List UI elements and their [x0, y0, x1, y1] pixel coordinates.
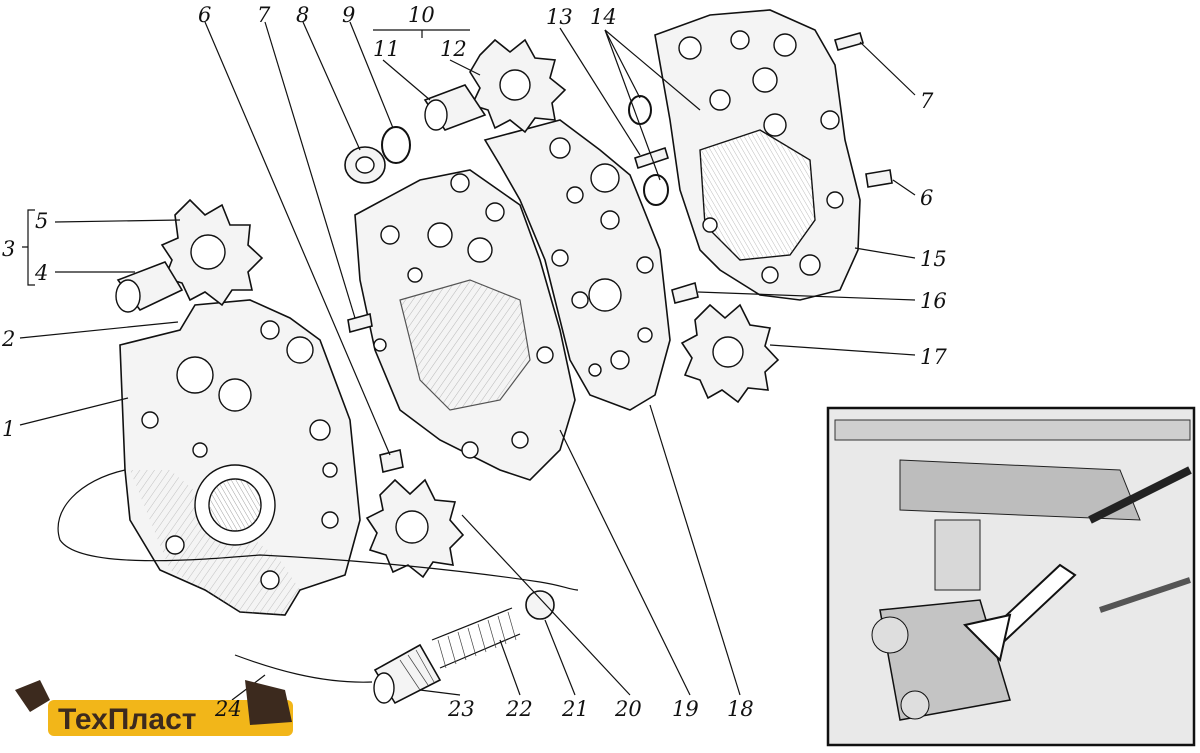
- label-20: 20: [614, 697, 642, 721]
- dowel-pin-16-part: [671, 281, 699, 304]
- valve-plug-23-part: [373, 643, 442, 705]
- intermediate-plate-part: [483, 119, 671, 411]
- label-7b: 7: [920, 89, 934, 113]
- label-4: 4: [34, 261, 48, 285]
- rear-housing-part: [654, 9, 861, 301]
- bracket-3: [22, 209, 35, 286]
- dowel-pin-6a-part: [865, 169, 893, 188]
- brand-logo: [15, 680, 293, 736]
- dowel-pin-6b-part: [379, 449, 404, 473]
- label-15: 15: [920, 247, 947, 271]
- label-19: 19: [672, 697, 699, 721]
- spring-22-part: [431, 607, 521, 669]
- dowel-pin-7a-part: [833, 32, 865, 51]
- label-18: 18: [727, 697, 754, 721]
- bushing-11-part: [423, 84, 487, 131]
- wire-24-part: [234, 654, 373, 683]
- gear-19-part: [365, 478, 465, 579]
- label-10: 10: [408, 3, 435, 27]
- gear-12-part: [469, 38, 567, 134]
- gear-5-part: [160, 198, 264, 307]
- label-9: 9: [342, 3, 355, 27]
- callout-labels: 1 2 3 4 5 6 6 7 7 8 9 10 11 12 13 14 15 …: [1, 3, 947, 721]
- label-22: 22: [505, 697, 533, 721]
- o-ring-14b-part: [643, 174, 669, 206]
- logo-tagline: запчасти для спецтехники: [74, 739, 159, 746]
- label-6a: 6: [198, 3, 211, 27]
- pump-body-part: [354, 169, 576, 481]
- label-24: 24: [214, 697, 242, 721]
- label-7a: 7: [257, 3, 271, 27]
- label-21: 21: [561, 697, 589, 721]
- inset-photo: [826, 406, 1196, 747]
- label-6b: 6: [920, 186, 933, 210]
- dowel-pin-7b-part: [347, 312, 373, 334]
- label-17: 17: [920, 345, 947, 369]
- leader-lines: [19, 21, 916, 701]
- gear-17-part: [680, 303, 780, 404]
- pump-cover-part: [119, 299, 361, 616]
- label-8: 8: [296, 3, 309, 27]
- o-ring-9-part: [381, 126, 411, 164]
- logo-name: ТехПласт: [58, 703, 197, 736]
- label-1: 1: [2, 417, 15, 441]
- label-16: 16: [920, 289, 947, 313]
- label-5: 5: [35, 209, 48, 233]
- ball-21-part: [525, 590, 555, 620]
- label-23: 23: [447, 697, 475, 721]
- label-3: 3: [2, 237, 15, 261]
- bushing-4-part: [115, 261, 184, 313]
- label-2: 2: [1, 327, 15, 351]
- label-11: 11: [373, 37, 400, 61]
- label-14: 14: [590, 5, 617, 29]
- o-ring-14a-part: [628, 95, 652, 125]
- label-13: 13: [546, 5, 573, 29]
- seal-8-part: [344, 146, 386, 184]
- oil-path-arrow: [57, 469, 579, 591]
- label-12: 12: [440, 37, 467, 61]
